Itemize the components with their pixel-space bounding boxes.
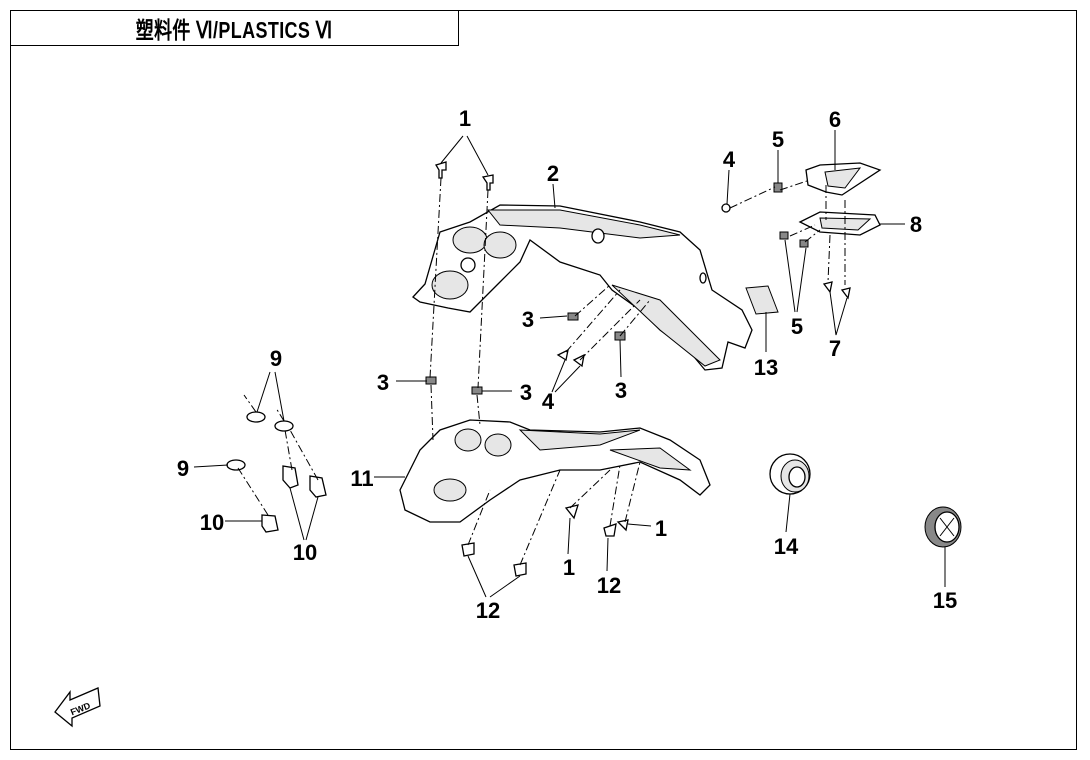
callout-11: 11 (350, 466, 373, 491)
callout-9: 9 (270, 346, 282, 371)
callout-13: 13 (754, 355, 778, 380)
title-box: 塑料件 Ⅵ/PLASTICS Ⅵ (10, 10, 459, 46)
part-11-rear-fender-lower (399, 419, 711, 523)
callout-12: 12 (476, 598, 500, 623)
callout-10: 10 (293, 540, 317, 565)
callout-5: 5 (791, 314, 803, 339)
callout-15: 15 (933, 588, 957, 613)
callout-10: 10 (200, 510, 224, 535)
callout-3: 3 (520, 380, 532, 405)
callout-4: 4 (542, 389, 555, 414)
drawing-frame (10, 10, 1077, 750)
leader-lines (193, 130, 946, 598)
callout-7: 7 (829, 336, 841, 361)
part-13-pad (745, 285, 779, 315)
callout-12: 12 (597, 573, 621, 598)
callouts: 1 2 4 5 6 8 3 5 7 13 9 3 3 4 3 9 11 10 1… (177, 106, 957, 623)
callout-3: 3 (615, 378, 627, 403)
callout-4: 4 (723, 147, 736, 172)
callout-8: 8 (910, 212, 922, 237)
callout-3: 3 (377, 370, 389, 395)
assembly-lines (237, 177, 846, 566)
fwd-arrow-icon: FWD (54, 687, 101, 728)
callout-9: 9 (177, 456, 189, 481)
callout-5: 5 (772, 127, 784, 152)
callout-2: 2 (547, 161, 559, 186)
callout-1: 1 (655, 516, 667, 541)
callout-14: 14 (774, 534, 799, 559)
page-title: 塑料件 Ⅵ/PLASTICS Ⅵ (136, 17, 333, 43)
part-14-grommet (769, 453, 811, 495)
callout-3: 3 (522, 307, 534, 332)
callout-1: 1 (459, 106, 471, 131)
part-2-rear-fender-upper (412, 204, 753, 371)
fasteners (226, 161, 851, 577)
callout-6: 6 (829, 107, 841, 132)
part-8-bracket (798, 211, 881, 236)
part-15-plug (924, 506, 962, 548)
part-6-bracket (805, 162, 882, 196)
callout-1: 1 (563, 555, 575, 580)
